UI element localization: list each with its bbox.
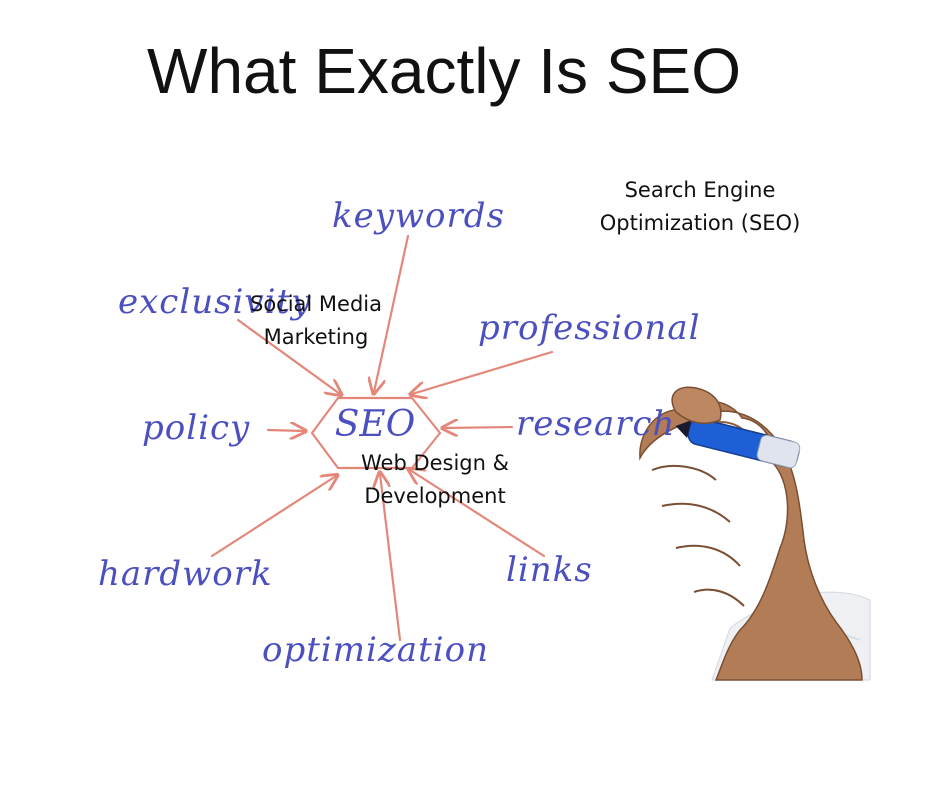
arrow-professional [412,350,554,394]
seo-hexagon [310,396,442,470]
word-hardwork: hardwork [98,554,273,594]
arrows [210,234,554,642]
word-professional: professional [478,308,701,348]
arrow-optimization [380,474,402,642]
note-web-design-line2: Development [364,484,506,508]
arrow-links [410,470,546,558]
marker-pen [675,418,801,469]
hand-skin [639,400,863,681]
note-social-media: Social Media Marketing [226,288,406,354]
arrow-hardwork [210,476,336,558]
thumb [671,386,722,425]
word-exclusivity: exclusivity [118,282,312,322]
note-web-design: Web Design & Development [340,447,530,513]
note-search-engine-line1: Search Engine [624,178,776,202]
seo-center-label: SEO [334,404,416,445]
note-social-media-line1: Social Media [249,292,382,316]
word-policy: policy [142,408,251,448]
word-keywords: keywords [332,196,505,236]
arrow-keywords [374,234,410,392]
note-search-engine: Search Engine Optimization (SEO) [580,174,820,240]
arrow-exclusivity [236,318,340,394]
arrow-research [444,427,514,428]
word-optimization: optimization [262,630,489,670]
note-web-design-line1: Web Design & [360,451,509,475]
page-title: What Exactly Is SEO [147,35,741,107]
note-social-media-line2: Marketing [263,325,369,349]
word-research: research [516,404,676,444]
note-search-engine-line2: Optimization (SEO) [599,211,801,235]
word-links: links [506,550,593,590]
hand-illustration [639,386,871,681]
arrow-policy [266,430,304,431]
